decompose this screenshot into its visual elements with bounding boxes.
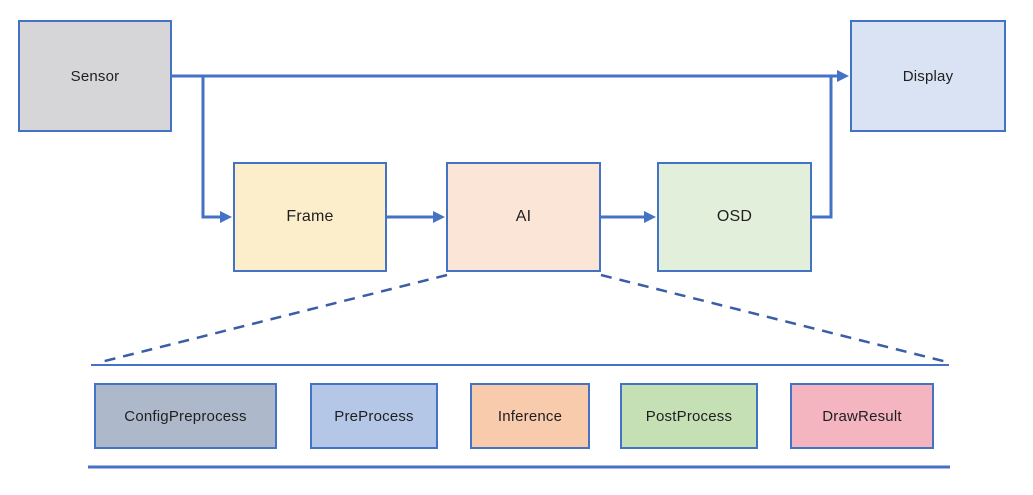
expansion-dashed-lines <box>96 273 948 365</box>
node-osd: OSD <box>657 162 812 272</box>
arrowhead-into-ai <box>433 211 445 223</box>
node-osd-label: OSD <box>716 208 753 225</box>
dashed-line-ai-left <box>96 273 448 365</box>
node-inference-label: Inference <box>497 407 563 425</box>
connector-osd-to-display <box>810 74 833 219</box>
arrowhead-into-frame <box>220 211 232 223</box>
node-post-process: PostProcess <box>620 383 758 449</box>
node-ai-label: AI <box>515 208 532 225</box>
node-pre-process: PreProcess <box>310 383 438 449</box>
arrowhead-into-osd <box>644 211 656 223</box>
node-sensor-label: Sensor <box>70 67 120 85</box>
node-post-process-label: PostProcess <box>645 407 733 425</box>
node-config-preprocess: ConfigPreprocess <box>94 383 277 449</box>
node-display-label: Display <box>902 67 954 85</box>
node-frame-label: Frame <box>286 208 334 225</box>
node-sensor: Sensor <box>18 20 172 132</box>
node-inference: Inference <box>470 383 590 449</box>
node-config-preprocess-label: ConfigPreprocess <box>124 407 247 425</box>
node-pre-process-label: PreProcess <box>334 407 414 425</box>
node-frame: Frame <box>233 162 387 272</box>
node-ai: AI <box>446 162 601 272</box>
node-display: Display <box>850 20 1006 132</box>
connector-sensor-to-frame <box>201 74 223 219</box>
dashed-line-ai-right <box>600 273 948 364</box>
node-draw-result-label: DrawResult <box>822 407 902 425</box>
arrowhead-into-display <box>837 70 849 82</box>
node-draw-result: DrawResult <box>790 383 934 449</box>
